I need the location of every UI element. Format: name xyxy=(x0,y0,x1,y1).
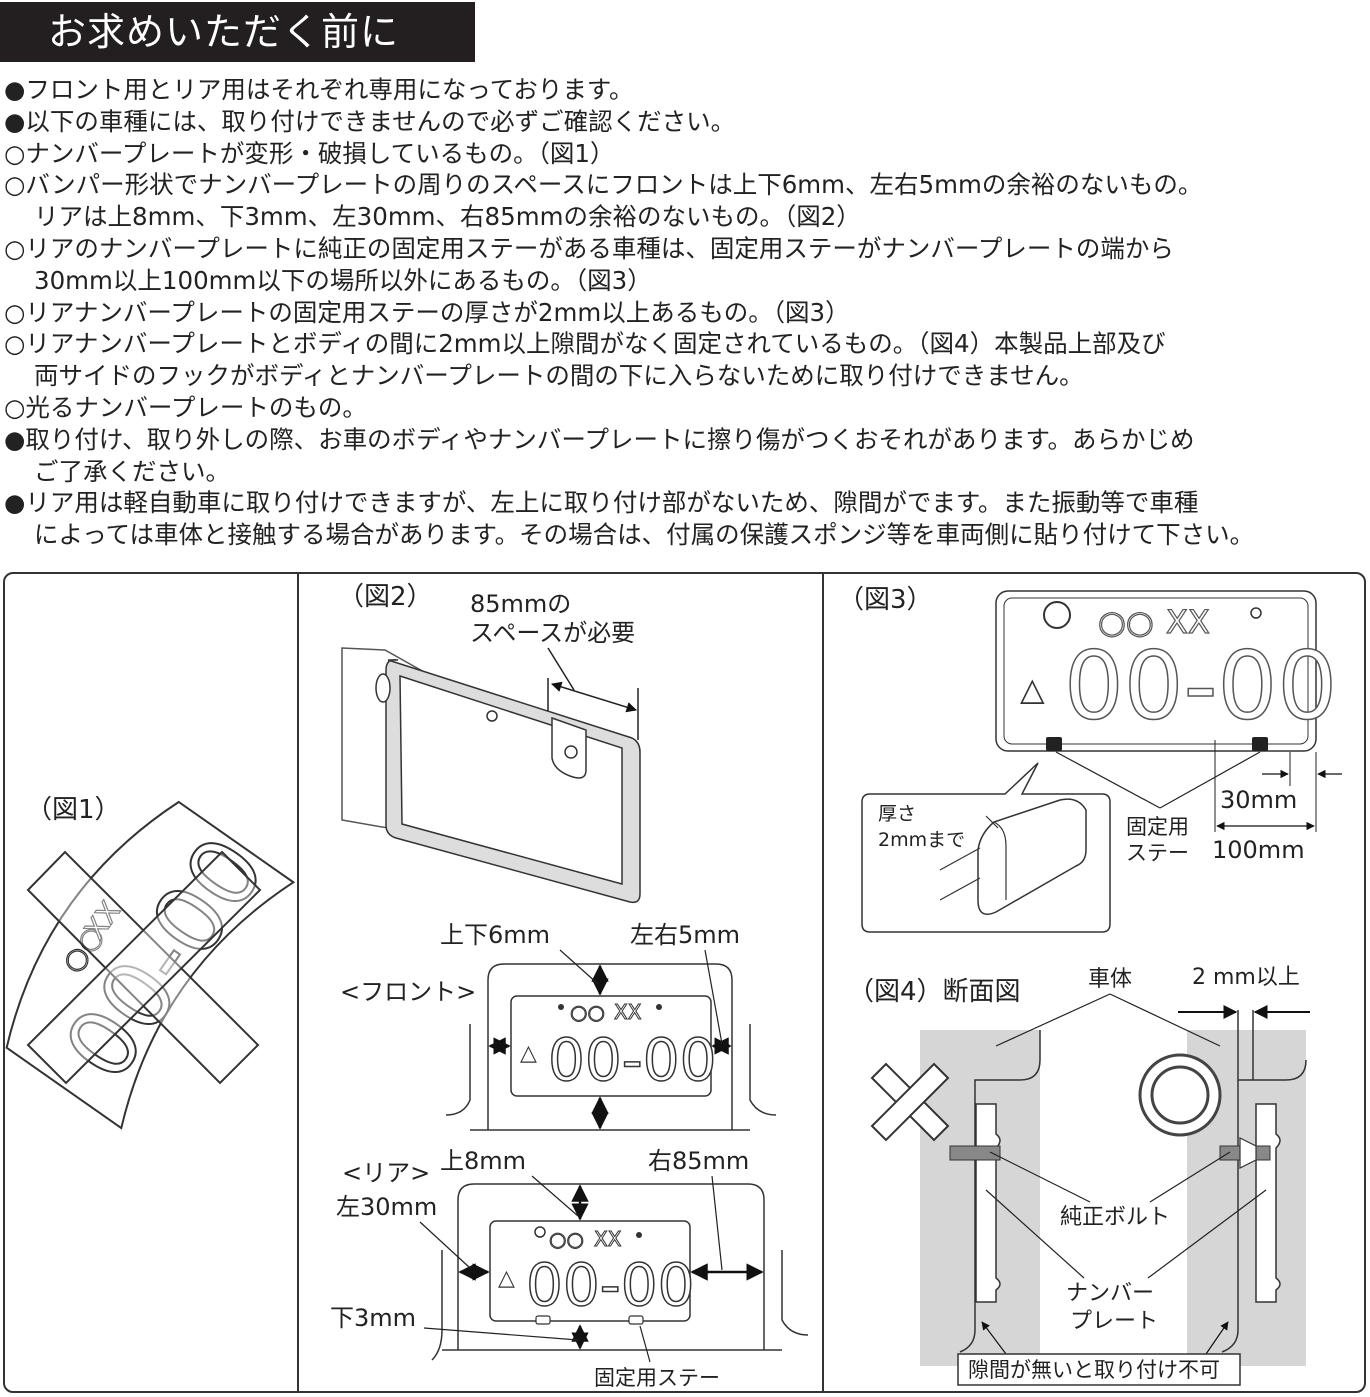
fig3-dim-100: 100mm xyxy=(1212,836,1305,864)
rear-plate-triangle: △ xyxy=(498,1266,515,1291)
note-line: ●リア用は軽自動車に取り付けできますが、左上に取り付け部がないため、隙間がでます… xyxy=(4,488,1199,518)
fig2-space-line1: 85mmの xyxy=(470,590,571,618)
figures-panel xyxy=(3,572,1366,1393)
note-line: ○リアナンバープレートとボディの間に2mm以上隙間がなく固定されているもの。（図… xyxy=(4,329,1166,359)
rear-plate-circles: ○○ xyxy=(549,1227,584,1251)
page-title: お求めいただく前に xyxy=(0,2,475,62)
fig4-body: 車体 xyxy=(1088,967,1132,992)
note-line: 両サイドのフックがボディとナンバープレートの間の下に入らないために取り付けできま… xyxy=(34,361,1084,391)
note-line: ●取り付け、取り外しの際、お車のボディやナンバープレートに擦り傷がつくおそれがあ… xyxy=(4,424,1195,454)
fig3-plate-number: 00-00 xyxy=(1064,632,1337,741)
fig4-plate-1: ナンバー xyxy=(1066,1281,1154,1306)
cross-mark-icon xyxy=(870,1062,950,1142)
note-line: ○リアナンバープレートの固定用ステーの厚さが2mm以上あるもの。（図3） xyxy=(4,297,850,327)
note-line: ○光るナンバープレートのもの。 xyxy=(4,392,367,422)
fig2-front-updown: 上下6mm xyxy=(440,921,550,949)
front-diagram: ○○ XX △ 00-00 xyxy=(445,949,777,1131)
fig2-rear-right: 右85mm xyxy=(648,1147,749,1175)
fig4-plate-2: プレート xyxy=(1070,1309,1158,1334)
fig4-bolt: 純正ボルト xyxy=(1060,1205,1170,1230)
fig3-plate-crosses: XX xyxy=(1166,603,1210,641)
fig2-space-line2: スペースが必要 xyxy=(470,619,635,647)
fig4-gap: 2 mm以上 xyxy=(1192,965,1300,990)
panel-divider xyxy=(297,574,299,1391)
note-line: ○ナンバープレートが変形・破損しているもの。（図1） xyxy=(4,138,615,168)
fig1-label: （図1） xyxy=(26,795,121,825)
notes-list: ●フロント用とリア用はそれぞれ専用になっております。●以下の車種には、取り付けで… xyxy=(4,74,1366,551)
fig2-rear-bottom: 下3mm xyxy=(330,1304,416,1332)
fig3-dim-30: 30mm xyxy=(1220,786,1297,814)
fig3-thickness-1: 厚さ xyxy=(878,803,916,825)
fig3-stay-2: ステー xyxy=(1126,841,1189,865)
fig2-rear-top: 上8mm xyxy=(440,1147,526,1175)
fig2-stay: 固定用ステー xyxy=(594,1366,720,1390)
fig2-label: （図2） xyxy=(338,582,433,612)
figure-1: （図1） ○○ XX 00-00 xyxy=(5,795,296,1130)
cross-mark-icon xyxy=(26,850,262,1085)
note-line: ○バンパー形状でナンバープレートの周りのスペースにフロントは上下6mm、左右5m… xyxy=(4,170,1203,200)
fig2-rear-label: <リア> xyxy=(342,1159,430,1187)
fig3-stay-1: 固定用 xyxy=(1126,815,1189,839)
note-line: ご了承ください。 xyxy=(34,456,230,486)
front-plate-triangle: △ xyxy=(520,1041,537,1066)
fig3-label: （図3） xyxy=(838,585,933,615)
panel-divider xyxy=(822,574,824,1391)
fig4-warning: 隙間が無いと取り付け不可 xyxy=(968,1358,1220,1382)
figure-2: （図2） 85mmの スペースが必要 上下6mm 左右5mm <フロント> xyxy=(330,582,809,1390)
rear-diagram: ○○ XX △ 00-00 xyxy=(419,1175,809,1363)
fig2-front-label: <フロント> xyxy=(340,978,476,1006)
fig2-rear-left: 左30mm xyxy=(336,1193,437,1221)
front-plate-circles: ○○ xyxy=(570,1000,605,1024)
fig3-plate-triangle: △ xyxy=(1020,670,1045,708)
front-plate-crosses: XX xyxy=(614,1000,642,1024)
front-plate-number: 00-00 xyxy=(548,1026,717,1094)
note-line: ●フロント用とリア用はそれぞれ専用になっております。 xyxy=(4,75,634,104)
note-line: リアは上8mm、下3mm、左30mm、右85mmの余裕のないもの。（図2） xyxy=(34,202,861,232)
note-line: によっては車体と接触する場合があります。その場合は、付属の保護スポンジ等を車両側… xyxy=(34,520,1255,550)
figure-3: （図3） ○○ XX △ 00-00 固定用 ステー 30mm 100mm 厚さ… xyxy=(838,585,1342,933)
figure-4: （図4）断面図 車体 2 mm以上 純正ボルト ナンバー プレート xyxy=(848,965,1310,1386)
note-line: 30mm以上100mm以下の場所以外にあるもの。（図3） xyxy=(34,265,652,295)
note-line: ●以下の車種には、取り付けできませんので必ずご確認ください。 xyxy=(4,106,736,136)
fig3-thickness-2: 2mmまで xyxy=(878,829,965,851)
fig4-label: （図4）断面図 xyxy=(848,977,1021,1007)
rear-plate-crosses: XX xyxy=(594,1227,622,1251)
fig2-front-leftright: 左右5mm xyxy=(630,921,740,949)
frame-perspective xyxy=(341,647,641,904)
fig3-plate-circles: ○○ xyxy=(1098,603,1154,641)
rear-plate-number: 00-00 xyxy=(526,1251,695,1319)
note-line: ○リアのナンバープレートに純正の固定用ステーがある車種は、固定用ステーがナンバー… xyxy=(4,233,1174,263)
